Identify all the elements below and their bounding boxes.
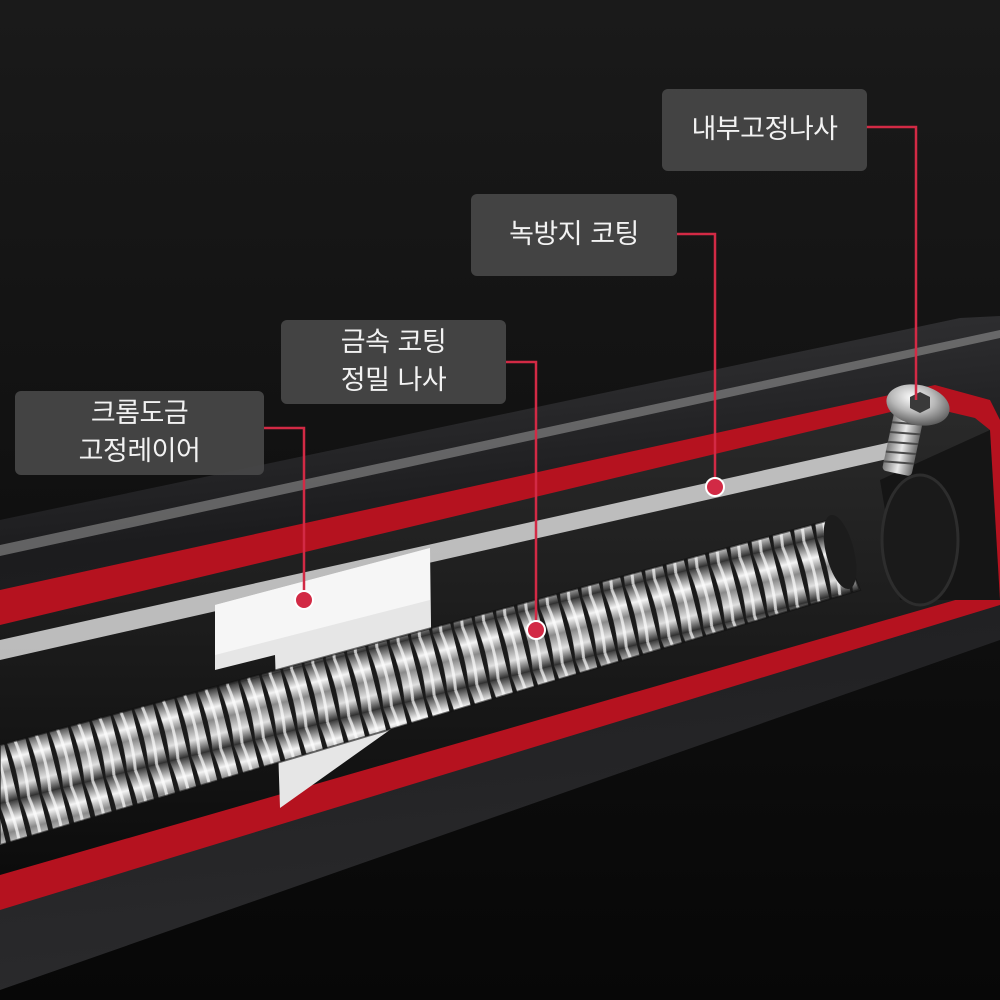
- leader-lines: [264, 125, 918, 628]
- leader-line-metal-screw: [506, 360, 538, 628]
- leader-line-chrome-layer: [264, 426, 306, 598]
- callout-metal-screw-line1: 금속 코팅: [340, 327, 447, 358]
- callout-anti-rust: 녹방지 코팅: [471, 194, 677, 276]
- callout-inner-screw-text: 내부고정나사: [691, 114, 838, 145]
- callout-anti-rust-text: 녹방지 코팅: [509, 219, 639, 250]
- marker-dot-anti-rust: [705, 477, 725, 497]
- internal-screw: [882, 384, 950, 476]
- marker-dot-chrome-layer: [294, 590, 314, 610]
- leader-line-inner-screw: [866, 125, 918, 400]
- callout-inner-screw: 내부고정나사: [662, 89, 867, 171]
- leader-line-anti-rust: [677, 232, 717, 485]
- marker-dots: [294, 477, 725, 640]
- callout-chrome-layer: 크롬도금 고정레이어: [15, 391, 264, 475]
- callout-chrome-layer-line1: 크롬도금: [90, 398, 189, 429]
- callout-metal-screw-line2: 정밀 나사: [340, 365, 447, 396]
- marker-dot-metal-screw: [526, 620, 546, 640]
- callout-metal-screw: 금속 코팅 정밀 나사: [281, 320, 506, 404]
- callout-chrome-layer-line2: 고정레이어: [78, 436, 201, 467]
